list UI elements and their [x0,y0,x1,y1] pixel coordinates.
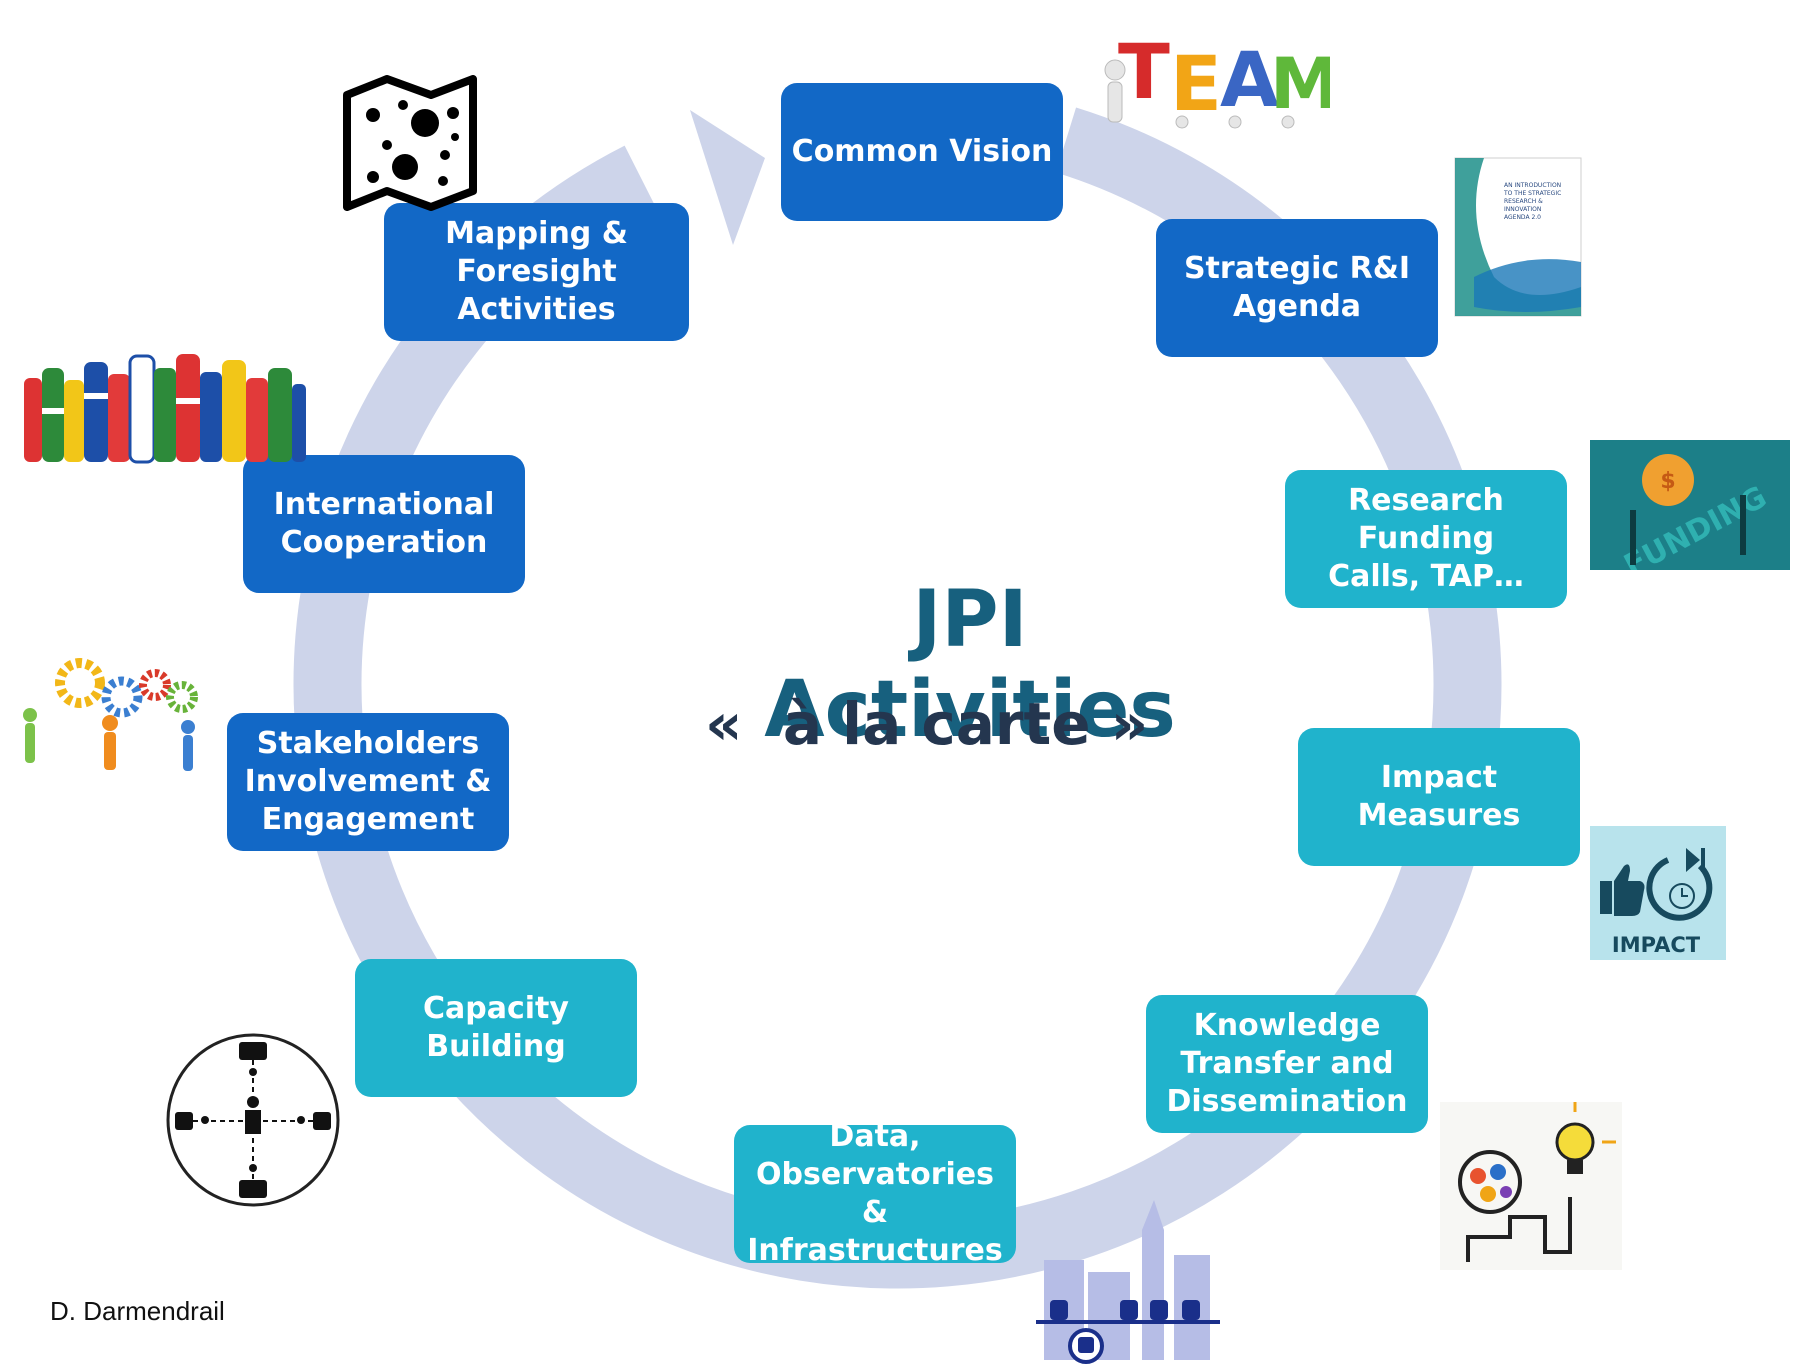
flag-people-icon [22,338,308,464]
activity-capacity-building[interactable]: Capacity Building [355,959,637,1097]
impact-icon: IMPACT [1590,826,1726,960]
team-letter-a: A [1220,35,1279,124]
team-letter-t: T [1118,27,1170,116]
activity-knowledge-transfer[interactable]: Knowledge Transfer and Dissemination [1146,995,1428,1133]
activity-international-cooperation[interactable]: International Cooperation [243,455,525,593]
team-letter-m: M [1270,43,1330,125]
svg-text:INNOVATION: INNOVATION [1504,206,1541,213]
svg-text:RESEARCH &: RESEARCH & [1504,198,1543,205]
cycle-arrowhead [690,110,765,245]
activity-impact-measures[interactable]: Impact Measures [1298,728,1580,866]
team-letter-e: E [1170,39,1222,128]
activity-research-funding[interactable]: Research Funding Calls, TAP… [1285,470,1567,608]
svg-text:AGENDA 2.0: AGENDA 2.0 [1504,214,1541,221]
author-credit: D. Darmendrail [50,1296,225,1326]
funding-icon: $ FUNDING [1590,440,1790,570]
activity-common-vision[interactable]: Common Vision [781,83,1063,221]
map-icon [343,75,479,211]
activity-strategic-agenda[interactable]: Strategic R&I Agenda [1156,219,1438,357]
page-subtitle: « à la carte » [705,690,1149,758]
gears-people-icon [10,655,210,775]
city-transport-icon [1036,1200,1220,1367]
agenda-cover-icon: AN INTRODUCTION TO THE STRATEGIC RESEARC… [1454,157,1582,317]
svg-text:TO THE STRATEGIC: TO THE STRATEGIC [1503,190,1561,197]
activity-stakeholders[interactable]: Stakeholders Involvement & Engagement [227,713,509,851]
activity-data-observatories[interactable]: Data, Observatories & Infrastructures [734,1119,1016,1268]
people-network-icon [165,1032,341,1208]
team-icon: T E A M [1090,10,1330,145]
svg-text:AN INTRODUCTION: AN INTRODUCTION [1504,182,1561,189]
impact-icon-label: IMPACT [1612,933,1701,957]
activity-mapping-foresight[interactable]: Mapping & Foresight Activities [384,203,689,341]
page-title: JPI Activities [764,575,1176,755]
svg-text:$: $ [1660,469,1675,494]
brain-lightbulb-icon [1440,1102,1622,1270]
